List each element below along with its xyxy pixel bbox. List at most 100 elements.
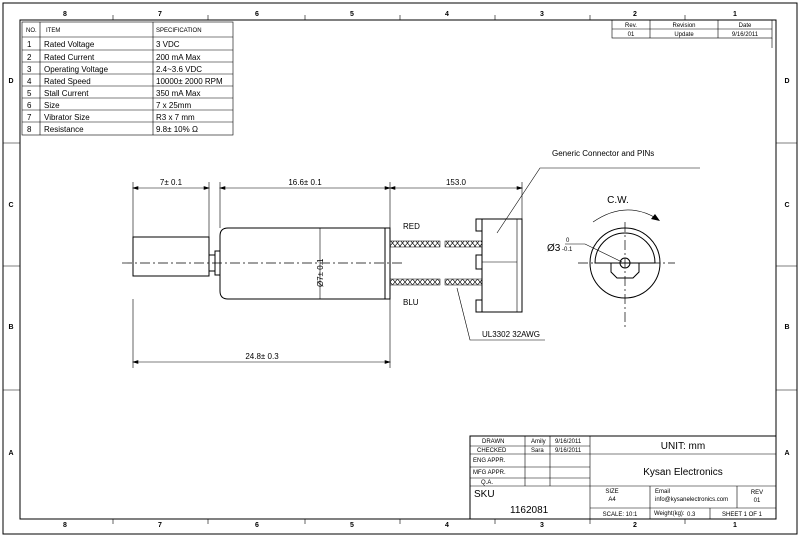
red-wire (389, 240, 441, 248)
blue-wire (389, 278, 441, 286)
dimensions (131, 182, 524, 368)
spec-item: Rated Voltage (44, 40, 95, 49)
email-label: Email (655, 489, 670, 495)
zone-letter: A (8, 450, 13, 457)
zone-letter: D (784, 78, 789, 85)
spec-value: 9.8± 10% Ω (156, 125, 198, 134)
zone-number: 3 (540, 11, 544, 18)
sheet-label: SHEET 1 OF 1 (722, 512, 763, 518)
connector-label: Generic Connector and PINs (552, 149, 654, 158)
scale-label: SCALE: 10:1 (603, 512, 638, 518)
spec-value: 350 mA Max (156, 89, 200, 98)
zone-letter: B (784, 324, 789, 331)
spec-no: 2 (27, 53, 32, 62)
eng-appr-label: ENG APPR. (473, 458, 506, 464)
wire-spec-label: UL3302 32AWG (482, 330, 540, 339)
zone-number: 1 (733, 522, 737, 529)
zone-number: 5 (350, 522, 354, 529)
spec-no: 5 (27, 89, 32, 98)
zone-letter: C (784, 202, 789, 209)
sku-value: 1162081 (510, 505, 549, 516)
spec-value: 7 x 25mm (156, 101, 191, 110)
motor-end-view (565, 209, 675, 327)
zone-numbers-bottom: 8 7 6 5 4 3 2 1 (63, 522, 737, 529)
email-value: info@kysanelectronics.com (655, 497, 728, 503)
spec-no: 7 (27, 113, 32, 122)
spec-value: R3 x 7 mm (156, 113, 195, 122)
rotation-label: C.W. (607, 195, 629, 206)
zone-number: 5 (350, 11, 354, 18)
spec-item: Rated Speed (44, 77, 91, 86)
spec-item: Size (44, 101, 60, 110)
unit-label: UNIT: mm (661, 441, 705, 452)
end-cap (384, 227, 391, 300)
blue-wire-label: BLU (403, 298, 419, 307)
zone-number: 8 (63, 11, 67, 18)
spec-no: 8 (27, 125, 32, 134)
revision-value: Update (674, 32, 694, 38)
drawn-by: Amily (531, 439, 546, 445)
zone-letter: C (8, 202, 13, 209)
mfg-appr-label: MFG APPR. (473, 470, 506, 476)
spec-value: 2.4~3.6 VDC (156, 65, 202, 74)
qa-label: Q.A. (481, 480, 493, 486)
date-value: 9/16/2011 (732, 32, 759, 38)
spec-no: 6 (27, 101, 32, 110)
diameter-dimension: Ø7± 0.1 (316, 258, 325, 287)
total-length-dim: 24.8± 0.3 (245, 352, 279, 361)
checked-date: 9/16/2011 (555, 448, 582, 454)
spec-no: 3 (27, 65, 32, 74)
red-wire-label: RED (403, 222, 420, 231)
shaft-diameter: Ø3 (547, 243, 561, 254)
checked-by: Sara (531, 448, 544, 454)
sku-label: SKU (474, 489, 495, 500)
spec-value: 3 VDC (156, 40, 180, 49)
spec-header-no: NO. (26, 28, 37, 34)
spec-header-spec: SPECIFICATION (156, 28, 202, 34)
rev-header: Rev. (625, 23, 637, 29)
rev-label: REV (751, 490, 763, 496)
spec-table: NO. ITEM SPECIFICATION (21, 21, 234, 136)
zone-ticks (3, 15, 797, 524)
zone-number: 4 (445, 522, 449, 529)
spec-item: Vibrator Size (44, 113, 90, 122)
checked-label: CHECKED (477, 448, 507, 454)
vibrator-weight (132, 236, 210, 277)
spec-item: Operating Voltage (44, 65, 109, 74)
shaft-leader (565, 243, 623, 263)
spec-no: 1 (27, 40, 32, 49)
vibrator-length-dim: 7± 0.1 (160, 178, 183, 187)
zone-number: 3 (540, 522, 544, 529)
inner-frame (19, 19, 777, 520)
zone-number: 7 (158, 11, 162, 18)
revision-table: Rev. Revision Date 01 Update 9/16/2011 (611, 19, 773, 48)
zone-letters: D C B A D C B A (8, 78, 789, 457)
motor-side-view: RED BLU Ø7± 0.1 (122, 218, 523, 313)
body-length-dim: 16.6± 0.1 (288, 178, 322, 187)
wire-length-dim: 153.0 (446, 178, 467, 187)
zone-number: 2 (633, 11, 637, 18)
shaft-tol-lower: -0.1 (562, 247, 573, 253)
red-wire (444, 240, 483, 248)
size-label: SIZE (605, 489, 618, 495)
motor-body (219, 227, 386, 300)
zone-letter: B (8, 324, 13, 331)
connector (475, 218, 523, 313)
zone-number: 6 (255, 11, 259, 18)
spec-value: 10000± 2000 RPM (156, 77, 223, 86)
weight-value: 0.3 (687, 512, 696, 518)
size-value: A4 (608, 497, 616, 503)
wire-leader (456, 287, 545, 341)
connector-leader (496, 167, 700, 234)
drawn-label: DRAWN (482, 439, 504, 445)
zone-numbers-top: 8 7 6 5 4 3 2 1 (63, 11, 737, 18)
zone-number: 7 (158, 522, 162, 529)
rev-value: 01 (754, 498, 761, 504)
zone-number: 4 (445, 11, 449, 18)
zone-number: 8 (63, 522, 67, 529)
zone-letter: A (784, 450, 789, 457)
rev-value: 01 (628, 32, 635, 38)
spec-item: Rated Current (44, 53, 95, 62)
